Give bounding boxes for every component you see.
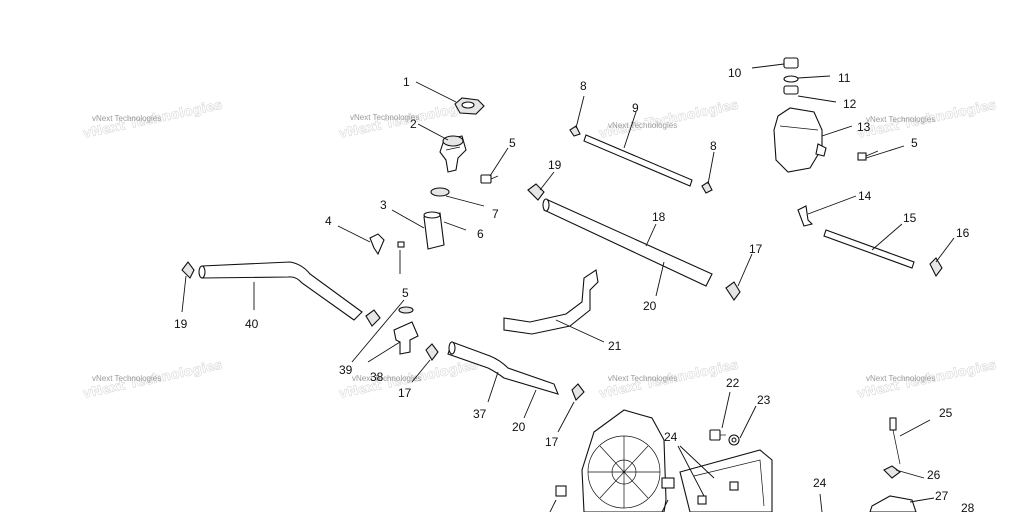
callout-19-top: 19	[548, 158, 562, 172]
part-24-clip-b	[697, 481, 739, 505]
callout-22: 22	[726, 376, 740, 390]
part-9-tube	[583, 134, 693, 187]
part-16-hose-clamp-icon	[929, 257, 943, 278]
watermark-text: vNext Technologies	[92, 114, 161, 123]
watermark-text: vNext Technologies	[350, 113, 419, 122]
callout-17-mid: 17	[398, 386, 412, 400]
callout-25: 25	[939, 406, 953, 420]
callout-14: 14	[858, 189, 872, 203]
callout-3: 3	[380, 198, 387, 212]
callout-4: 4	[325, 214, 332, 228]
part-27-thermostat-housing	[869, 495, 917, 512]
part-25-sensor	[889, 417, 901, 465]
callout-28: 28	[961, 501, 975, 512]
callout-39: 39	[339, 363, 353, 377]
part-22-bolt-icon	[709, 429, 726, 441]
part-10-reservoir-cap	[783, 57, 799, 69]
part-screw-small	[397, 241, 405, 248]
callout-23: 23	[757, 393, 771, 407]
callout-5-mid: 5	[402, 286, 409, 300]
callout-6: 6	[477, 227, 484, 241]
part-14-fitting	[797, 205, 814, 227]
part-bolt-icon-bottom	[555, 485, 567, 497]
callout-1: 1	[403, 75, 410, 89]
part-4-clip	[369, 233, 385, 256]
svg-text:vNext Technologies: vNext Technologies	[598, 98, 740, 142]
part-37-hose	[447, 341, 559, 395]
watermark-text: vNext Technologies	[92, 374, 161, 383]
part-cooling-fan-icon	[581, 409, 667, 512]
part-19-hose-clamp-icon-top	[527, 183, 545, 201]
callout-15: 15	[903, 211, 917, 225]
part-13-reservoir-tank	[773, 107, 827, 173]
callout-17-low: 17	[545, 435, 559, 449]
callout-18: 18	[652, 210, 666, 224]
part-2-filler-neck	[439, 135, 467, 173]
watermark-4: vNext Technologies vNext Technologies	[855, 97, 998, 142]
callout-13: 13	[857, 120, 871, 134]
part-11-gasket	[783, 75, 799, 83]
callout-20-upper: 20	[643, 299, 657, 313]
part-6-hose	[423, 211, 445, 250]
callout-12: 12	[843, 97, 857, 111]
part-7-hose-clamp-icon	[430, 187, 450, 197]
watermark-text: vNext Technologies	[608, 374, 677, 383]
part-23-washer	[728, 434, 740, 446]
callout-8-left: 8	[580, 79, 587, 93]
part-8-hose-clamp-icon-a	[569, 125, 581, 137]
callout-26: 26	[927, 468, 941, 482]
watermark-3: vNext Technologies vNext Technologies	[597, 97, 740, 142]
part-1-radiator-cap-icon	[454, 97, 485, 115]
callout-5-top: 5	[509, 136, 516, 150]
part-21-bracket	[503, 269, 599, 335]
part-17-hose-clamp-icon-right	[725, 281, 741, 301]
callout-16: 16	[956, 226, 970, 240]
callout-20-lower: 20	[512, 420, 526, 434]
part-39-hose-clamp-icon	[365, 309, 381, 327]
part-17-hose-clamp-icon-low	[571, 383, 585, 401]
watermark-text: vNext Technologies	[608, 121, 677, 130]
callout-5-right: 5	[911, 136, 918, 150]
part-40-hose	[198, 261, 363, 321]
part-19-hose-clamp-icon-left	[181, 261, 195, 279]
callout-numbers: 1 2 3 4 5 5 5 6 7 8 8 9 10 11 12 13 14 1…	[174, 66, 975, 512]
part-8-hose-clamp-icon-b	[701, 181, 713, 194]
part-38-tee-fitting	[393, 306, 419, 355]
callout-8-right: 8	[710, 139, 717, 153]
leader-lines	[181, 63, 955, 512]
part-24-clip-a	[661, 477, 675, 489]
callout-24-right: 24	[813, 476, 827, 490]
watermark-1: vNext Technologies vNext Technologies	[81, 97, 224, 142]
part-5-bolt-icon-right	[857, 150, 879, 161]
callout-37: 37	[473, 407, 487, 421]
part-17-hose-clamp-icon-mid	[425, 343, 439, 361]
watermark-text: vNext Technologies	[352, 374, 421, 383]
callout-21: 21	[608, 339, 622, 353]
callout-2: 2	[410, 117, 417, 131]
callout-7: 7	[492, 207, 499, 221]
callout-38: 38	[370, 370, 384, 384]
callout-27: 27	[935, 489, 949, 503]
part-15-tube	[823, 229, 915, 269]
callout-11: 11	[838, 71, 851, 85]
watermark-7: vNext Technologies vNext Technologies	[597, 357, 740, 402]
watermark-8: vNext Technologies vNext Technologies	[855, 357, 998, 402]
callout-9: 9	[632, 101, 639, 115]
part-5-bolt-icon	[480, 174, 499, 184]
callout-19-left: 19	[174, 317, 188, 331]
watermark-text: vNext Technologies	[866, 374, 935, 383]
part-18-pipe	[542, 198, 713, 287]
callout-24-fan: 24	[664, 430, 678, 444]
part-26-nut	[883, 465, 901, 479]
callout-17-right: 17	[749, 242, 763, 256]
callout-10: 10	[728, 66, 742, 80]
watermark-text: vNext Technologies	[866, 115, 935, 124]
part-12-seal	[783, 85, 799, 95]
callout-40: 40	[245, 317, 259, 331]
watermark-5: vNext Technologies vNext Technologies	[81, 357, 224, 402]
